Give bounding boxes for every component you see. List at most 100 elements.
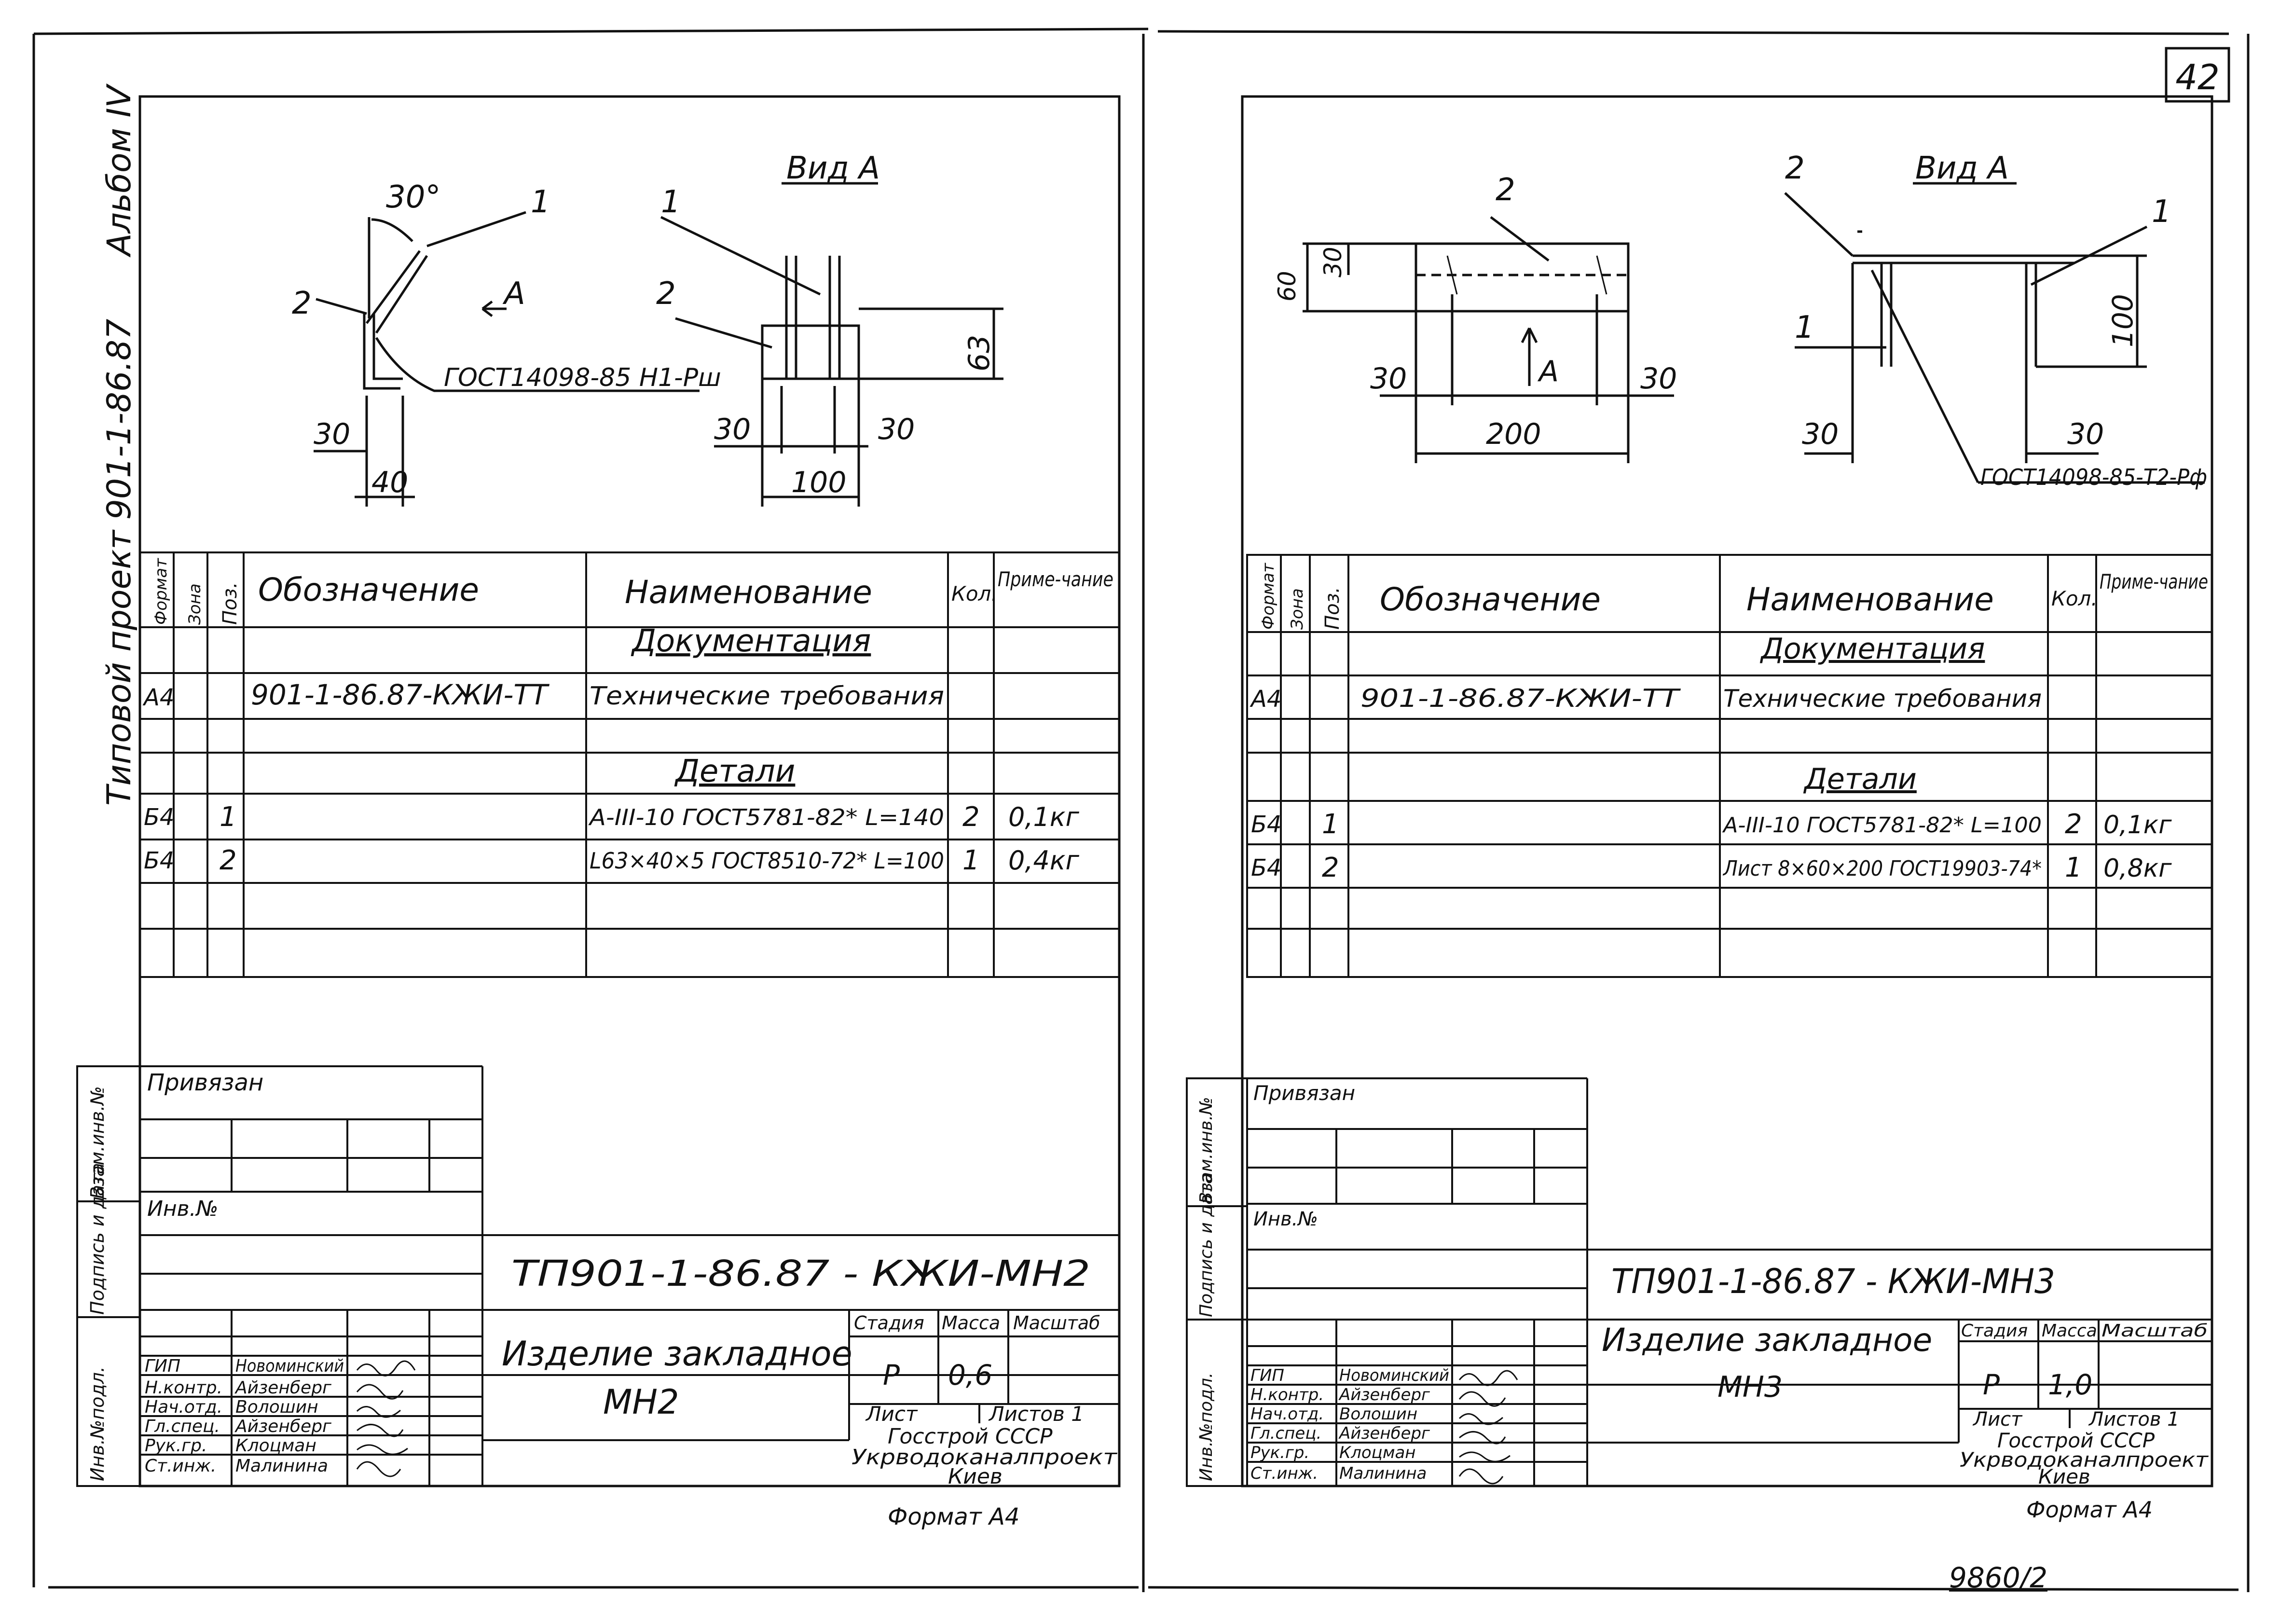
header-name: Наименование bbox=[1746, 581, 1994, 618]
row-format: А4 bbox=[1250, 686, 1281, 713]
staff-name: Новоминский bbox=[235, 1356, 344, 1376]
dim-30-right: 30 bbox=[1640, 362, 1677, 396]
staff-role: Н.контр. bbox=[145, 1378, 222, 1398]
dim-30-right: 30 bbox=[878, 413, 915, 446]
mass-label: Масса bbox=[2042, 1321, 2097, 1341]
sheet-right: 2 60 30 А 30 30 200 2 Вид А 1 1 100 30 3… bbox=[1186, 95, 2213, 1523]
row-note: 0,8кг bbox=[2103, 854, 2172, 883]
sheet-label: Лист bbox=[1972, 1408, 2023, 1431]
row-pos: 1 bbox=[1322, 809, 1339, 840]
stage-label: Стадия bbox=[1961, 1321, 2028, 1341]
sheets-count: Листов 1 bbox=[988, 1402, 1084, 1426]
item-code: МН2 bbox=[603, 1382, 679, 1422]
row-name: Технические требования bbox=[590, 682, 944, 711]
drawing-code: ТП901-1-86.87 - КЖИ-МН2 bbox=[511, 1253, 1090, 1294]
staff-name: Айзенберг bbox=[1338, 1424, 1430, 1443]
row-note: 0,1кг bbox=[2103, 811, 2172, 840]
dim-30: 30 bbox=[1319, 247, 1347, 277]
stage-value: Р bbox=[883, 1359, 900, 1391]
staff-role: Н.контр. bbox=[1250, 1385, 1324, 1404]
org-1: Госстрой СССР bbox=[1997, 1429, 2155, 1452]
item-name: Изделие закладное bbox=[1602, 1321, 1932, 1359]
staff-name: Айзенберг bbox=[234, 1378, 332, 1398]
header-zone: Зона bbox=[185, 583, 205, 625]
staff-role: Рук.гр. bbox=[145, 1436, 207, 1456]
sheet-left: 30° 1 2 А ГОСТ14098-85 Н1-Рш 30 40 Вид А… bbox=[76, 95, 1121, 1530]
row-qty: 2 bbox=[962, 801, 980, 833]
inv-label: Инв.№ bbox=[147, 1197, 218, 1221]
staff-list: ГИП Новоминский Н.контр. Айзенберг Нач.о… bbox=[145, 1356, 344, 1476]
sheet-label: Лист bbox=[865, 1402, 918, 1426]
spec-table-mn2: Формат Зона Поз. Обозначение Наименовани… bbox=[139, 551, 1120, 978]
side-label-replaced: Взам.инв.№ bbox=[87, 1086, 108, 1199]
scale-label: Масштаб bbox=[2101, 1321, 2208, 1341]
staff-role: Гл.спец. bbox=[145, 1417, 220, 1436]
format-label: Формат А4 bbox=[888, 1503, 1019, 1530]
staff-list: ГИП Новоминский Н.контр. Айзенберг Нач.о… bbox=[1250, 1366, 1449, 1483]
mass-value: 1,0 bbox=[2048, 1368, 2092, 1401]
row-pos: 2 bbox=[1322, 852, 1339, 883]
page-number: 42 bbox=[2175, 57, 2220, 97]
callout-2b: 2 bbox=[656, 276, 676, 312]
row-note: 0,4кг bbox=[1008, 845, 1079, 876]
row-name: Технические требования bbox=[1723, 685, 2042, 713]
row-note: 0,1кг bbox=[1008, 802, 1079, 832]
header-format: Формат bbox=[151, 558, 171, 625]
item-code: МН3 bbox=[1717, 1370, 1783, 1404]
album-label: Альбом IV bbox=[100, 83, 138, 258]
header-pos: Поз. bbox=[219, 582, 241, 625]
org-3: Киев bbox=[948, 1464, 1003, 1489]
weld-note: ГОСТ14098-85 Н1-Рш bbox=[444, 363, 721, 392]
attached-label: Привязан bbox=[147, 1069, 263, 1096]
row-format: А4 bbox=[142, 684, 174, 711]
callout-1b: 1 bbox=[661, 184, 681, 220]
header-designation: Обозначение bbox=[258, 571, 479, 608]
staff-role: Рук.гр. bbox=[1250, 1443, 1309, 1462]
callout-2: 2 bbox=[1496, 172, 1515, 208]
inv-label: Инв.№ bbox=[1253, 1208, 1318, 1230]
dim-40: 40 bbox=[371, 466, 408, 499]
drawing-mn2: 30° 1 2 А ГОСТ14098-85 Н1-Рш 30 40 Вид А… bbox=[292, 151, 1003, 507]
callout-1: 1 bbox=[531, 184, 550, 220]
project-label: Типовой проект 901-1-86.87 bbox=[100, 319, 138, 806]
staff-role: ГИП bbox=[145, 1356, 180, 1376]
format-label: Формат А4 bbox=[2026, 1497, 2153, 1523]
view-title: Вид А bbox=[786, 151, 880, 186]
row-format: Б4 bbox=[144, 804, 174, 831]
header-note: Приме-чание bbox=[2100, 570, 2208, 593]
signatures bbox=[1458, 1370, 1518, 1485]
dim-30c: 30 bbox=[2067, 417, 2104, 451]
org-3: Киев bbox=[2038, 1465, 2090, 1488]
row-name: L63×40×5 ГОСТ8510-72* L=100 bbox=[590, 848, 944, 874]
row-designation: 901-1-86.87-КЖИ-ТТ bbox=[1360, 684, 1681, 713]
row-qty: 1 bbox=[2065, 852, 2082, 883]
org-2: Укрводоканалпроект bbox=[1960, 1448, 2209, 1472]
sheets-count: Листов 1 bbox=[2088, 1408, 2180, 1431]
drawing-code: ТП901-1-86.87 - КЖИ-МН3 bbox=[1611, 1262, 2055, 1301]
callout-1: 1 bbox=[2152, 194, 2171, 230]
row-name: Лист 8×60×200 ГОСТ19903-74* bbox=[1722, 856, 2042, 881]
title-block-mn3: Взам.инв.№ Подпись и дата Инв.№подл. При… bbox=[1186, 1077, 2212, 1523]
section-parts: Детали bbox=[1803, 762, 1917, 796]
row-qty: 1 bbox=[962, 845, 980, 876]
row-pos: 2 bbox=[220, 845, 237, 876]
staff-role: Ст.инж. bbox=[145, 1456, 216, 1476]
dim-60: 60 bbox=[1273, 271, 1301, 302]
section-docs: Документация bbox=[1759, 632, 1985, 666]
signatures bbox=[356, 1360, 416, 1477]
callout-2: 2 bbox=[292, 286, 312, 321]
drawing-mn3: 2 60 30 А 30 30 200 2 Вид А 1 1 100 30 3… bbox=[1273, 151, 2207, 490]
staff-role: ГИП bbox=[1250, 1366, 1284, 1385]
staff-role: Нач.отд. bbox=[1250, 1404, 1324, 1424]
staff-name: Клоцман bbox=[235, 1436, 316, 1456]
arrow-label: А bbox=[502, 276, 525, 312]
dim-63: 63 bbox=[962, 335, 996, 372]
title-block-mn2: Взам.инв.№ Подпись и дата Инв.№подл. При… bbox=[76, 1065, 1119, 1530]
header-note: Приме-чание bbox=[998, 567, 1113, 591]
dim-200: 200 bbox=[1486, 417, 1541, 451]
staff-name: Айзенберг bbox=[234, 1417, 332, 1436]
callout-1b: 1 bbox=[1795, 310, 1814, 345]
header-designation: Обозначение bbox=[1380, 581, 1601, 618]
dim-30: 30 bbox=[314, 417, 350, 451]
